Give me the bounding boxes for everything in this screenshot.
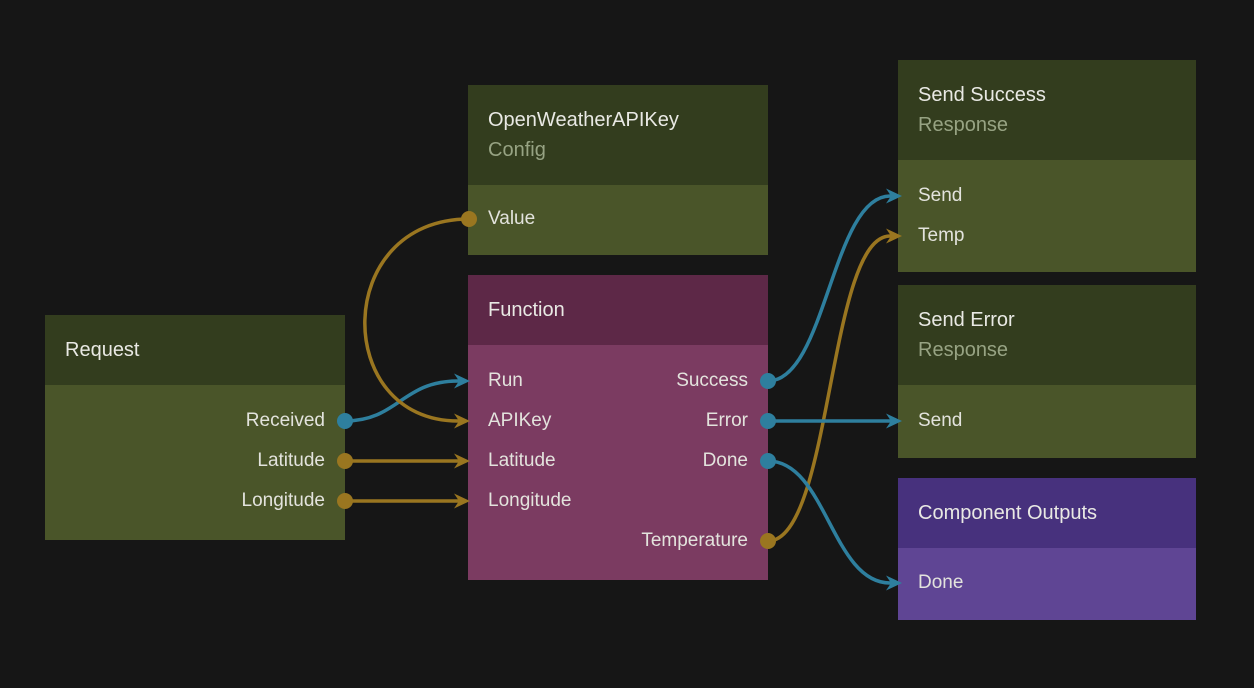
port-row-longitude-in[interactable]: Longitude <box>468 481 768 521</box>
port-row-run-success[interactable]: Run Success <box>468 361 768 401</box>
node-send-success[interactable]: Send Success Response Send Temp <box>898 60 1196 272</box>
edge-received-to-run[interactable] <box>343 379 460 423</box>
port-row-send-success-temp[interactable]: Temp <box>898 216 1196 256</box>
node-send-error-header[interactable]: Send Error Response <box>898 285 1196 385</box>
port-row-apikey-error[interactable]: APIKey Error <box>468 401 768 441</box>
node-component-outputs-body: Done <box>898 548 1196 620</box>
port-label-send-error-send: Send <box>918 410 963 431</box>
port-row-temperature[interactable]: Temperature <box>468 521 768 561</box>
port-label-success: Success <box>676 370 748 391</box>
port-label-run: Run <box>488 370 523 391</box>
edge-temperature-to-temp[interactable] <box>766 234 892 543</box>
edge-value-to-apikey[interactable] <box>363 217 471 423</box>
port-label-send-success-send: Send <box>918 185 963 206</box>
edge-done-to-done[interactable] <box>766 459 892 585</box>
port-label-longitude-in: Longitude <box>488 490 572 511</box>
port-row-value[interactable]: Value <box>468 199 768 239</box>
port-row-send-error-send[interactable]: Send <box>898 401 1196 441</box>
node-openweather-api-key[interactable]: OpenWeatherAPIKey Config Value <box>468 85 768 255</box>
node-function-body: Run Success APIKey Error Latitude Done L… <box>468 345 768 580</box>
node-send-success-subtitle: Response <box>918 114 1009 136</box>
node-component-outputs[interactable]: Component Outputs Done <box>898 478 1196 620</box>
port-row-send-success-send[interactable]: Send <box>898 176 1196 216</box>
node-openweather-subtitle: Config <box>488 139 546 161</box>
node-openweather-title: OpenWeatherAPIKey <box>488 109 679 131</box>
port-label-temperature: Temperature <box>641 530 748 551</box>
node-request-title: Request <box>65 339 140 361</box>
node-send-success-title: Send Success <box>918 84 1046 106</box>
port-label-value: Value <box>488 208 536 229</box>
port-label-longitude-out: Longitude <box>241 490 325 511</box>
port-label-done: Done <box>702 450 748 471</box>
node-function-header[interactable]: Function <box>468 275 768 345</box>
port-row-longitude-out[interactable]: Longitude <box>45 481 345 521</box>
node-component-outputs-title: Component Outputs <box>918 502 1097 524</box>
edge-success-to-send[interactable] <box>766 194 892 383</box>
port-row-latitude-done[interactable]: Latitude Done <box>468 441 768 481</box>
port-label-latitude-out: Latitude <box>257 450 325 471</box>
port-label-component-done: Done <box>918 572 964 593</box>
node-function[interactable]: Function Run Success APIKey Error Latitu… <box>468 275 768 580</box>
port-label-apikey: APIKey <box>488 410 552 431</box>
port-label-send-success-temp: Temp <box>918 225 965 246</box>
node-function-title: Function <box>488 299 565 321</box>
port-label-latitude-in: Latitude <box>488 450 556 471</box>
port-row-component-done[interactable]: Done <box>898 563 1196 603</box>
node-request-body: Received Latitude Longitude <box>45 385 345 540</box>
node-component-outputs-header[interactable]: Component Outputs <box>898 478 1196 548</box>
node-send-error-body: Send <box>898 385 1196 458</box>
node-send-success-header[interactable]: Send Success Response <box>898 60 1196 160</box>
node-openweather-header[interactable]: OpenWeatherAPIKey Config <box>468 85 768 185</box>
port-label-received: Received <box>245 410 325 431</box>
node-openweather-body: Value <box>468 185 768 255</box>
node-send-success-body: Send Temp <box>898 160 1196 272</box>
port-row-latitude-out[interactable]: Latitude <box>45 441 345 481</box>
node-request-header[interactable]: Request <box>45 315 345 385</box>
node-send-error-subtitle: Response <box>918 339 1009 361</box>
node-send-error-title: Send Error <box>918 309 1015 331</box>
node-send-error[interactable]: Send Error Response Send <box>898 285 1196 458</box>
port-label-error: Error <box>705 410 748 431</box>
node-request[interactable]: Request Received Latitude Longitude <box>45 315 345 540</box>
port-row-received[interactable]: Received <box>45 401 345 441</box>
